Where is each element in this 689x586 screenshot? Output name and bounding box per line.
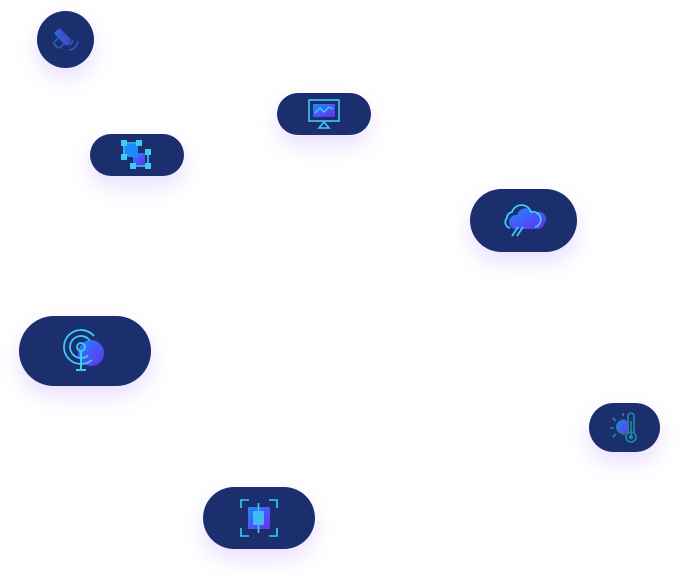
antenna-signal-icon: [63, 329, 104, 371]
network-badge: [90, 134, 184, 176]
cloud-badge: [470, 189, 577, 252]
temperature-badge: [589, 403, 660, 452]
satellite-badge: [37, 11, 94, 68]
frame-chip-icon: [240, 499, 278, 537]
cloud-rain-icon: [503, 203, 546, 236]
monitor-badge: [277, 93, 371, 135]
monitor-chart-icon: [308, 99, 340, 129]
frame-badge: [203, 487, 315, 549]
network-nodes-icon: [121, 140, 151, 169]
temperature-sun-icon: [609, 411, 637, 443]
antenna-badge: [19, 316, 151, 386]
satellite-icon: [52, 28, 79, 51]
